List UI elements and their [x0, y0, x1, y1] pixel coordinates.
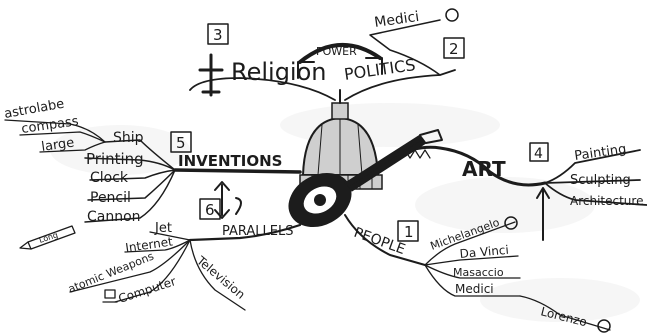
parallels-label: PARALLELS	[222, 224, 294, 239]
computer-icon	[103, 290, 117, 302]
parallels-branch: PARALLELS 6 Jet Internet atomic Weapons …	[20, 182, 300, 310]
politics-medici: Medici	[373, 9, 420, 31]
inventions-label: INVENTIONS	[178, 152, 282, 170]
religion-politics-branch: Religion 3 POWER POLITICS 2 Medici	[190, 9, 464, 100]
inventions-number: 5	[176, 134, 186, 152]
parallels-number: 6	[205, 201, 215, 219]
people-number: 1	[404, 223, 414, 241]
people-item-masaccio: Masaccio	[453, 266, 504, 279]
parallels-item-computer: Computer	[117, 274, 178, 306]
inventions-item-cannon: Cannon	[87, 209, 141, 225]
parallels-item-jet: Jet	[154, 221, 172, 236]
inventions-ship: Ship	[113, 130, 144, 146]
parallels-item-television: Television	[193, 253, 247, 302]
people-branch: PEOPLE 1 Michelangelo Da Vinci Masaccio …	[345, 215, 610, 332]
pencil-icon: Long	[20, 226, 75, 249]
religion-number: 3	[213, 26, 223, 44]
inventions-item-clock: Clock	[90, 170, 129, 186]
people-item-da-vinci: Da Vinci	[459, 243, 509, 261]
art-number: 4	[534, 146, 543, 162]
people-item-medici: Medici	[455, 282, 494, 296]
art-item-sculpting: Sculpting	[570, 173, 631, 188]
cross-icon	[200, 55, 222, 95]
art-label: ART	[462, 157, 506, 181]
power-label: POWER	[316, 45, 357, 58]
medici-circle-icon	[446, 9, 458, 21]
politics-label: POLITICS	[343, 55, 417, 84]
inventions-item-pencil: Pencil	[90, 190, 131, 206]
art-item-architecture: Architecture	[570, 194, 643, 208]
art-item-painting: Painting	[573, 142, 627, 164]
inventions-item-printing: Printing	[86, 150, 144, 168]
politics-number: 2	[449, 40, 459, 58]
lorenzo-circle-icon	[598, 320, 610, 332]
